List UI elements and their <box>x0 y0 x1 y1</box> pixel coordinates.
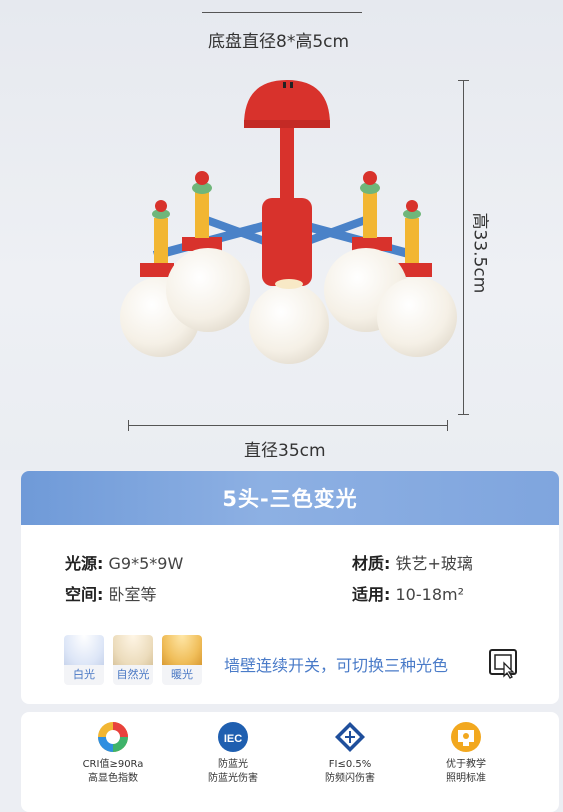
light-source-spec: 光源: G9*5*9W <box>65 550 183 574</box>
wall-switch-icon <box>489 649 517 679</box>
space-spec: 空间: 卧室等 <box>65 581 157 605</box>
natural-light-label: 自然光 <box>113 665 153 685</box>
certificate-icon <box>451 722 481 752</box>
light-source-value: G9*5*9W <box>108 554 184 573</box>
space-label: 空间: <box>65 585 104 604</box>
light-source-label: 光源: <box>65 554 104 573</box>
base-dimension-line <box>202 12 362 13</box>
height-tick-top <box>458 80 469 81</box>
white-light-label: 白光 <box>64 665 104 685</box>
warm-light-label: 暖光 <box>162 665 202 685</box>
feature-flicker-line2: 防频闪伤害 <box>325 773 375 784</box>
material-value: 铁艺+玻璃 <box>395 554 473 573</box>
feature-cri-line2: 高显色指数 <box>88 773 138 784</box>
feature-cri: CRI值≥90Ra 高显色指数 <box>58 720 168 786</box>
feature-education: 优于教学 照明标准 <box>411 720 521 786</box>
feature-flicker-line1: FI≤0.5% <box>328 759 372 770</box>
diameter-tick-right <box>447 420 448 431</box>
svg-text:IEC: IEC <box>224 733 242 745</box>
usage-label: 适用: <box>352 585 391 604</box>
feature-blue-light-line1: 防蓝光 <box>218 759 248 770</box>
switch-description: 墙壁连续开关，可切换三种光色 <box>224 656 449 675</box>
warm-light-swatch: 暖光 <box>162 635 202 685</box>
base-dimension-label: 底盘直径8*高5cm <box>208 32 350 52</box>
product-image-area: 底盘直径8*高5cm 高33.5cm 直径35cm <box>0 0 563 470</box>
natural-light-swatch: 自然光 <box>113 635 153 685</box>
spec-card-title: 5头-三色变光 <box>222 487 358 511</box>
usage-spec: 适用: 10-18m² <box>352 581 464 605</box>
feature-flicker: FI≤0.5% 防频闪伤害 <box>295 720 405 786</box>
space-value: 卧室等 <box>108 585 157 604</box>
feature-cri-line1: CRI值≥90Ra <box>82 759 144 770</box>
diameter-dimension-line <box>128 425 448 426</box>
usage-value: 10-18m² <box>395 585 465 604</box>
iec-icon: IEC <box>218 722 248 752</box>
feature-blue-light: IEC 防蓝光 防蓝光伤害 <box>178 720 288 786</box>
color-wheel-icon <box>98 722 128 752</box>
spec-card-header: 5头-三色变光 <box>21 471 559 525</box>
diameter-tick-left <box>128 420 129 431</box>
diamond-shield-icon <box>335 722 365 752</box>
height-dimension-line <box>463 80 464 415</box>
diameter-dimension-label: 直径35cm <box>244 441 326 461</box>
material-label: 材质: <box>352 554 391 573</box>
chandelier-image <box>120 80 457 364</box>
feature-education-line2: 照明标准 <box>446 773 486 784</box>
feature-education-line1: 优于教学 <box>446 759 486 770</box>
height-tick-bottom <box>458 414 469 415</box>
material-spec: 材质: 铁艺+玻璃 <box>352 550 473 574</box>
spec-card: 5头-三色变光 <box>21 471 559 704</box>
white-light-swatch: 白光 <box>64 635 104 685</box>
feature-blue-light-line2: 防蓝光伤害 <box>208 773 258 784</box>
